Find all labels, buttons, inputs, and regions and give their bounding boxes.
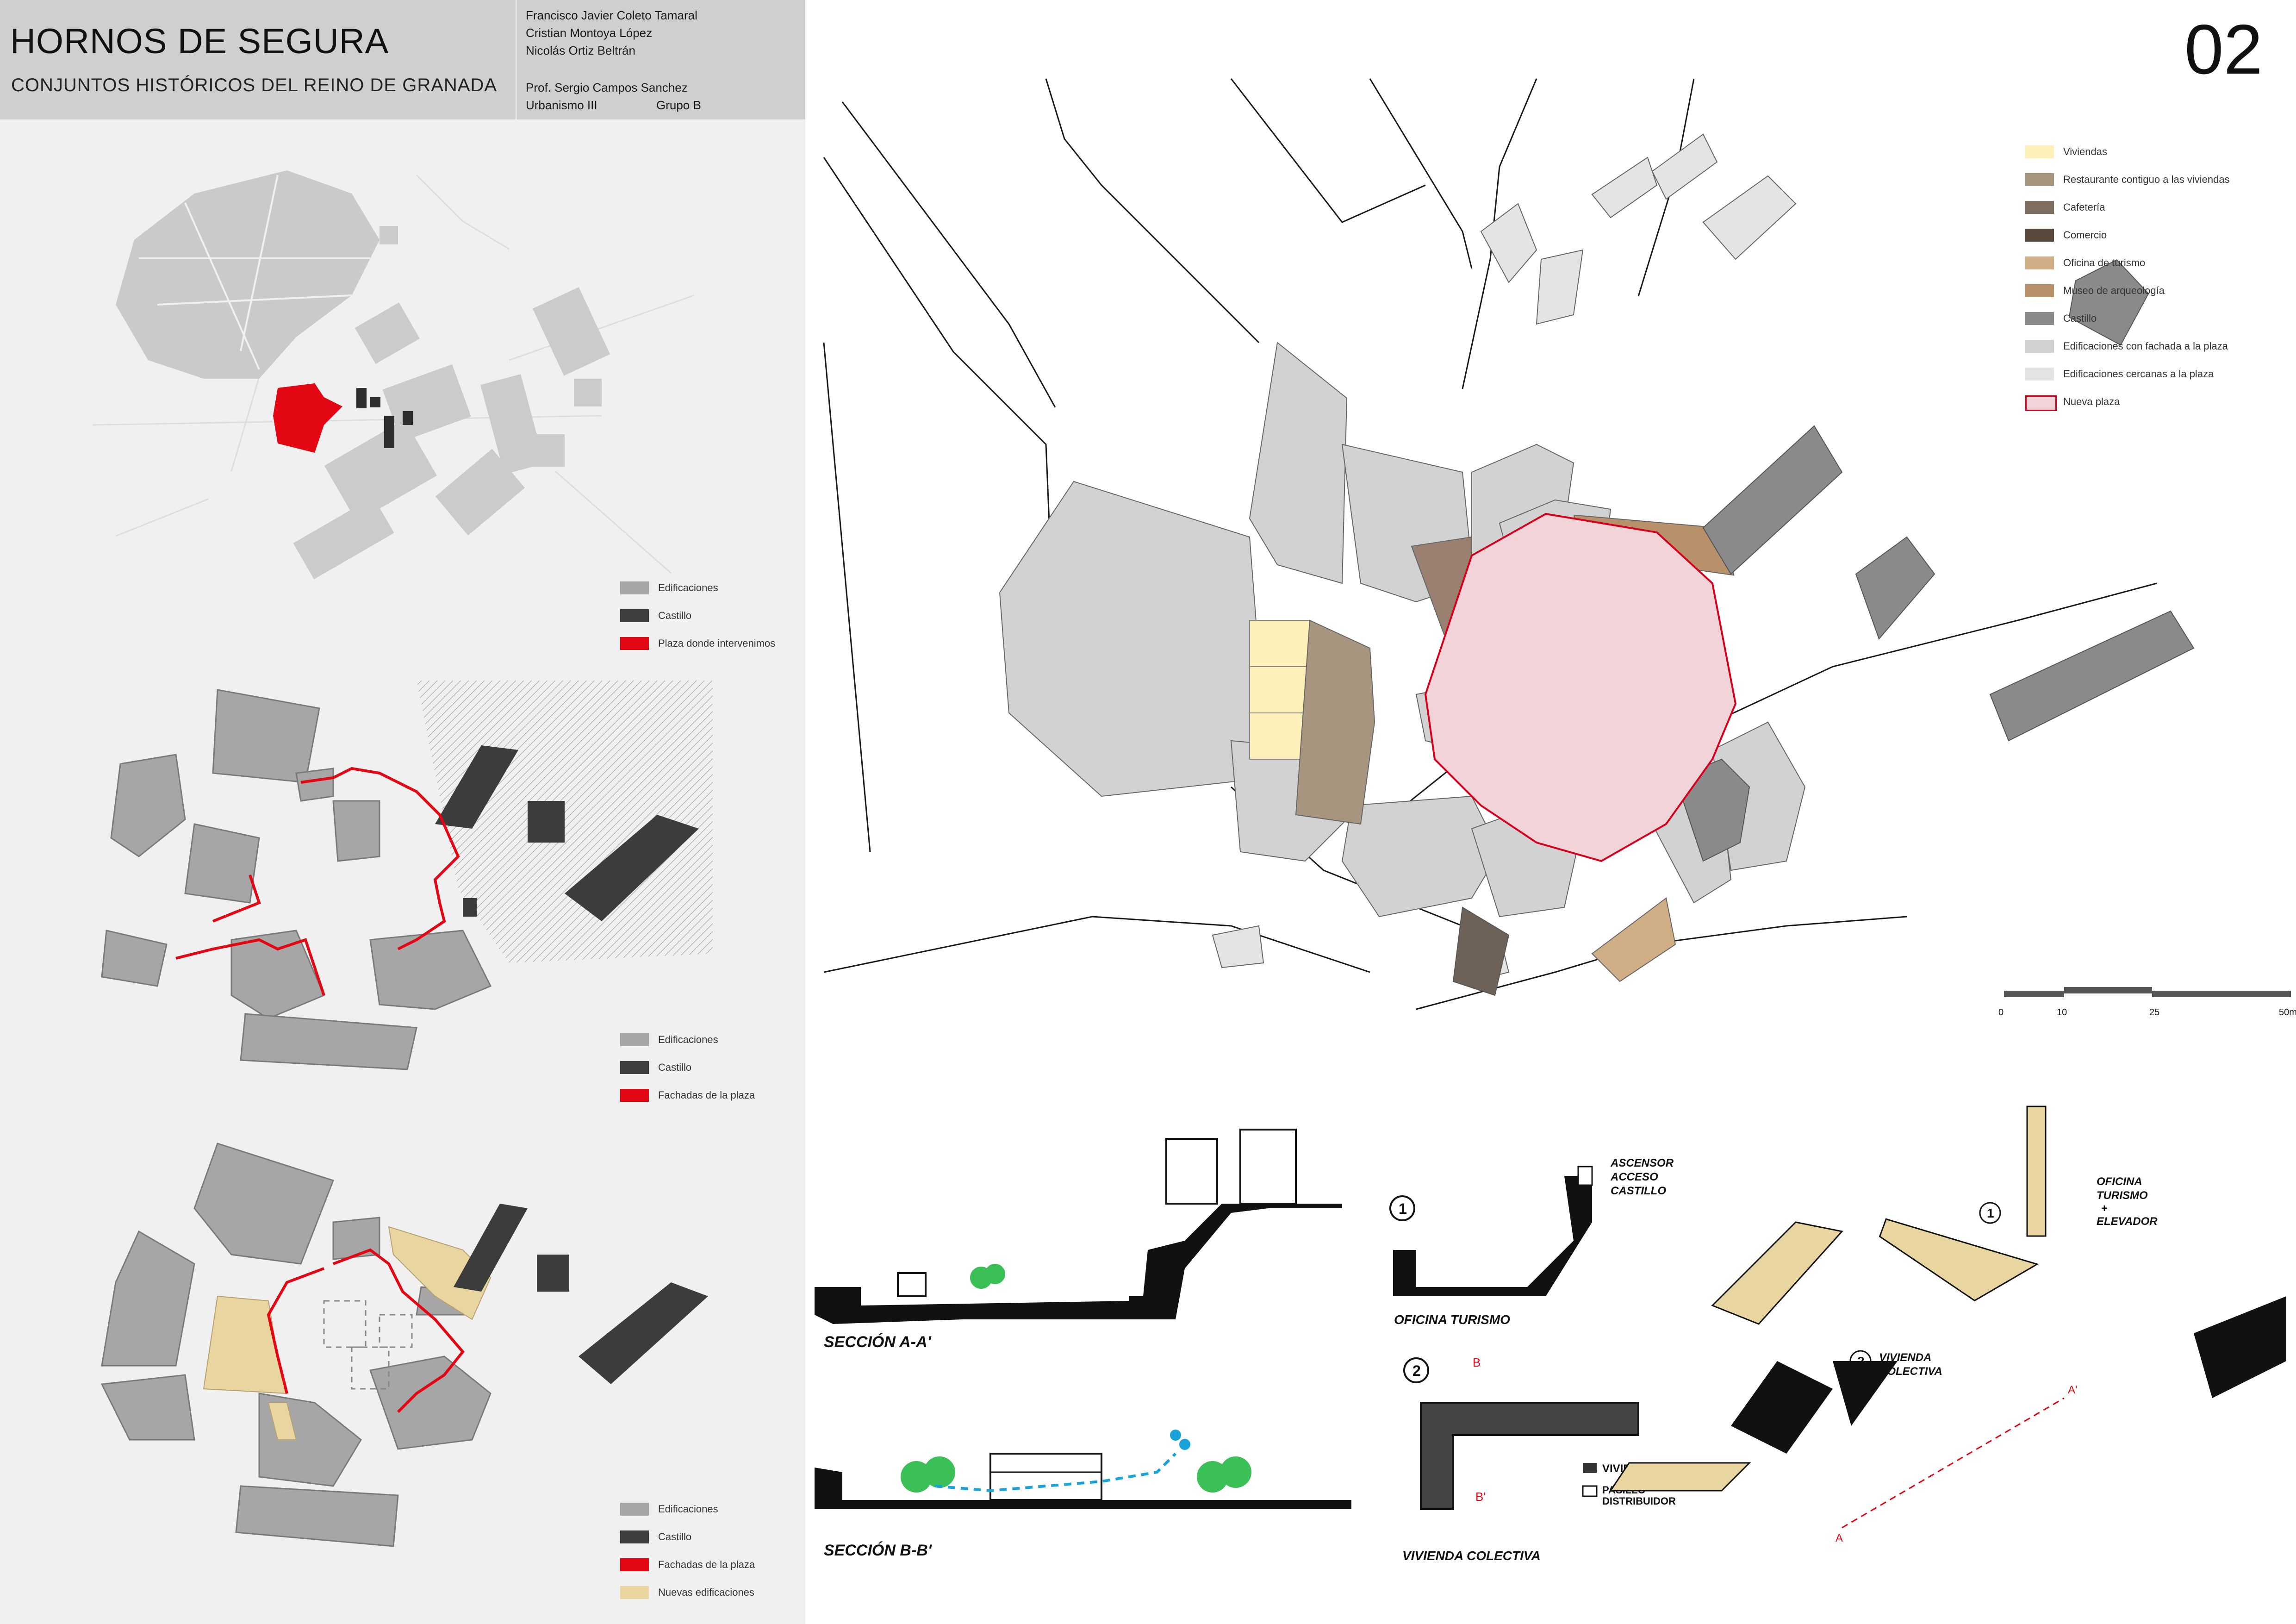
intervention-plaza <box>273 383 342 453</box>
old-town-block <box>116 170 380 379</box>
legend-label: Castillo <box>658 1531 692 1543</box>
legend-label: Edificaciones <box>658 1034 718 1045</box>
axo-note-1b: TURISMO <box>2097 1189 2148 1202</box>
legend-swatch <box>620 637 649 650</box>
ascensor-note-1: ASCENSOR <box>1610 1157 1674 1169</box>
vivienda-plan-sketch <box>1403 1357 1639 1510</box>
course: Urbanismo III <box>526 98 597 112</box>
oficina-sketch <box>1389 1166 1593 1296</box>
author-1: Francisco Javier Coleto Tamaral <box>526 8 697 22</box>
legend-label: Castillo <box>2063 312 2097 324</box>
legend-label: Comercio <box>2063 229 2107 241</box>
nueva-plaza <box>1424 512 1737 862</box>
sketches: SECCIÓN A-A' SECCIÓN B-B' 1 OFICINA TURI… <box>815 1106 2286 1563</box>
map-town-overview <box>92 170 695 580</box>
legend-swatch <box>620 1089 649 1102</box>
group: Grupo B <box>656 98 701 112</box>
vivienda-number: 2 <box>1412 1362 1421 1379</box>
axo-cut-a: A <box>1836 1532 1843 1544</box>
professor: Prof. Sergio Campos Sanchez <box>526 81 688 94</box>
section-a-sketch <box>815 1129 1342 1324</box>
legend-swatch <box>620 1530 649 1543</box>
scale-tick-10: 10 <box>2057 1007 2067 1018</box>
legend-label: Nueva plaza <box>2063 396 2120 407</box>
section-b-sketch <box>815 1430 1351 1509</box>
ascensor-note-3: CASTILLO <box>1611 1185 1666 1197</box>
new-buildings <box>203 1226 492 1440</box>
scale-tick-50: 50m <box>2279 1007 2296 1018</box>
scale-bar <box>2004 987 2291 997</box>
legend-swatch <box>2025 340 2054 353</box>
axo-number-1: 1 <box>1987 1206 1994 1220</box>
legend-swatch <box>2025 229 2054 242</box>
legend-swatch <box>620 609 649 622</box>
legend-label: Fachadas de la plaza <box>658 1089 755 1101</box>
legend-label: Fachadas de la plaza <box>658 1559 755 1570</box>
header: HORNOS DE SEGURA CONJUNTOS HISTÓRICOS DE… <box>0 0 805 119</box>
legend-swatch <box>620 1558 649 1571</box>
legend-label: Plaza donde intervenimos <box>658 637 776 649</box>
legend-label: Edificaciones <box>658 1503 718 1515</box>
axonometric-sketch <box>1609 1106 2286 1529</box>
legend-swatch <box>2025 395 2057 411</box>
legend-label: Museo de arqueología <box>2063 285 2165 296</box>
legend-label: Edificaciones cercanas a la plaza <box>2063 368 2214 380</box>
plan-viviendas <box>1249 620 1310 760</box>
legend-swatch <box>620 581 649 594</box>
main-plaza-plan <box>823 78 2195 1010</box>
legend-swatch <box>2025 201 2054 214</box>
legend-swatch <box>620 1586 649 1599</box>
legend-label: Restaurante contiguo a las viviendas <box>2063 174 2230 185</box>
legend-swatch <box>2025 284 2054 297</box>
castle-marks <box>356 388 413 448</box>
author-2: Cristian Montoya López <box>526 26 653 40</box>
oficina-caption: OFICINA TURISMO <box>1394 1312 1510 1327</box>
legend-label: Edificaciones con fachada a la plaza <box>2063 340 2228 352</box>
author-3: Nicolás Ortiz Beltrán <box>526 44 635 57</box>
cut-b2-label: B' <box>1475 1490 1486 1504</box>
map-new-buildings <box>100 1143 708 1547</box>
axo-note-1a: OFICINA <box>2097 1175 2142 1188</box>
section-a-label: SECCIÓN A-A' <box>824 1333 932 1351</box>
legend-label: Castillo <box>658 1062 692 1073</box>
legend-label: Edificaciones <box>658 582 718 593</box>
axo-note-2b: COLECTIVA <box>1879 1365 1942 1378</box>
vivienda-caption: VIVIENDA COLECTIVA <box>1402 1549 1541 1563</box>
axo-number-2: 2 <box>1857 1354 1865 1368</box>
plan-castle <box>1674 259 2195 862</box>
sheet-number: 02 <box>2184 10 2263 89</box>
legend-label: Oficina de turismo <box>2063 257 2146 269</box>
legend-swatch <box>2025 173 2054 186</box>
scale-tick-25: 25 <box>2149 1007 2160 1018</box>
plaza-facade-lines <box>175 767 460 996</box>
legend-swatch <box>620 1033 649 1046</box>
legend-swatch <box>620 1503 649 1516</box>
legend-label: Viviendas <box>2063 146 2107 157</box>
legend-swatch <box>2025 145 2054 158</box>
axo-cut-a2: A' <box>2068 1384 2078 1396</box>
axo-note-1d: ELEVADOR <box>2097 1215 2158 1228</box>
ascensor-note-2: ACCESO <box>1610 1171 1658 1183</box>
legend-swatch <box>2025 368 2054 381</box>
scale-tick-0: 0 <box>1998 1007 2004 1018</box>
section-b-label: SECCIÓN B-B' <box>824 1542 933 1559</box>
cut-b-label: B <box>1473 1355 1481 1369</box>
legend-swatch <box>2025 256 2054 269</box>
legend-label: Nuevas edificaciones <box>658 1587 754 1598</box>
legend-label: Castillo <box>658 610 692 621</box>
plan-restaurante <box>1295 619 1375 825</box>
map-plaza-facades <box>101 681 713 1070</box>
page-title: HORNOS DE SEGURA <box>10 22 389 61</box>
vivienda-legend-3: DISTRIBUIDOR <box>1602 1495 1676 1507</box>
oficina-number: 1 <box>1399 1200 1407 1217</box>
axo-note-2a: VIVIENDA <box>1879 1351 1931 1364</box>
page-subtitle: CONJUNTOS HISTÓRICOS DEL REINO DE GRANAD… <box>11 75 498 95</box>
legend-label: Cafetería <box>2063 201 2105 213</box>
legend-swatch <box>2025 312 2054 325</box>
axo-note-1c: + <box>2101 1202 2108 1215</box>
legend-swatch <box>620 1061 649 1074</box>
